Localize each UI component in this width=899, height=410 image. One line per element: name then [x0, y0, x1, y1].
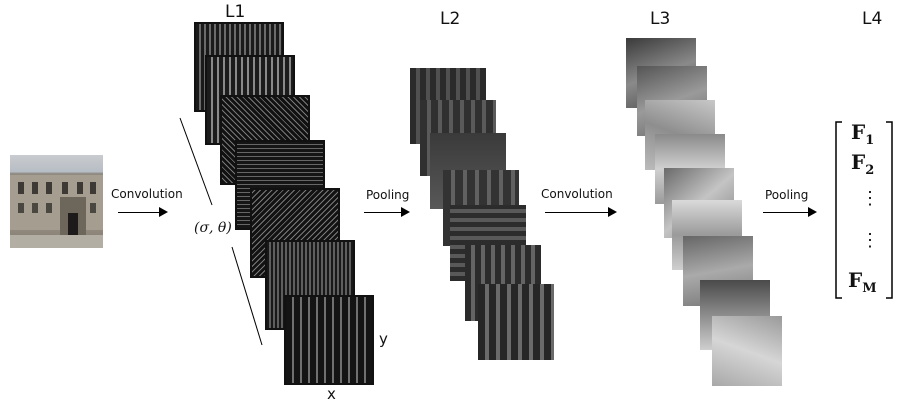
pooling-label-2: Pooling — [765, 188, 809, 202]
layer-label-l1: L1 — [225, 2, 246, 22]
input-image — [10, 155, 103, 248]
feature-f2: F2 — [851, 150, 875, 178]
convolution-arrow-1 — [118, 207, 168, 217]
layer-label-l3: L3 — [650, 9, 671, 29]
l1-feature-map — [284, 295, 374, 385]
feature-fm: FM — [848, 268, 877, 296]
l2-feature-map — [478, 284, 554, 360]
convolution-label-2: Convolution — [541, 187, 613, 201]
convolution-label-1: Convolution — [111, 187, 183, 201]
l3-feature-map — [712, 316, 782, 386]
layer-label-l4: L4 — [862, 9, 883, 29]
vertical-dots-1: ⋮ — [861, 188, 879, 209]
layer-label-l2: L2 — [440, 9, 461, 29]
pooling-label-1: Pooling — [366, 188, 410, 202]
axis-label-x: x — [327, 385, 336, 403]
convolution-arrow-2 — [545, 207, 617, 217]
axis-label-y: y — [379, 330, 388, 348]
vector-brackets — [835, 121, 893, 299]
feature-vector: F1 F2 ⋮ ⋮ FM — [834, 120, 894, 300]
pooling-arrow-2 — [763, 207, 817, 217]
sigma-theta-params: (σ, θ) — [194, 220, 232, 236]
vertical-dots-2: ⋮ — [861, 230, 879, 251]
pooling-arrow-1 — [364, 207, 410, 217]
feature-f1: F1 — [851, 120, 875, 148]
